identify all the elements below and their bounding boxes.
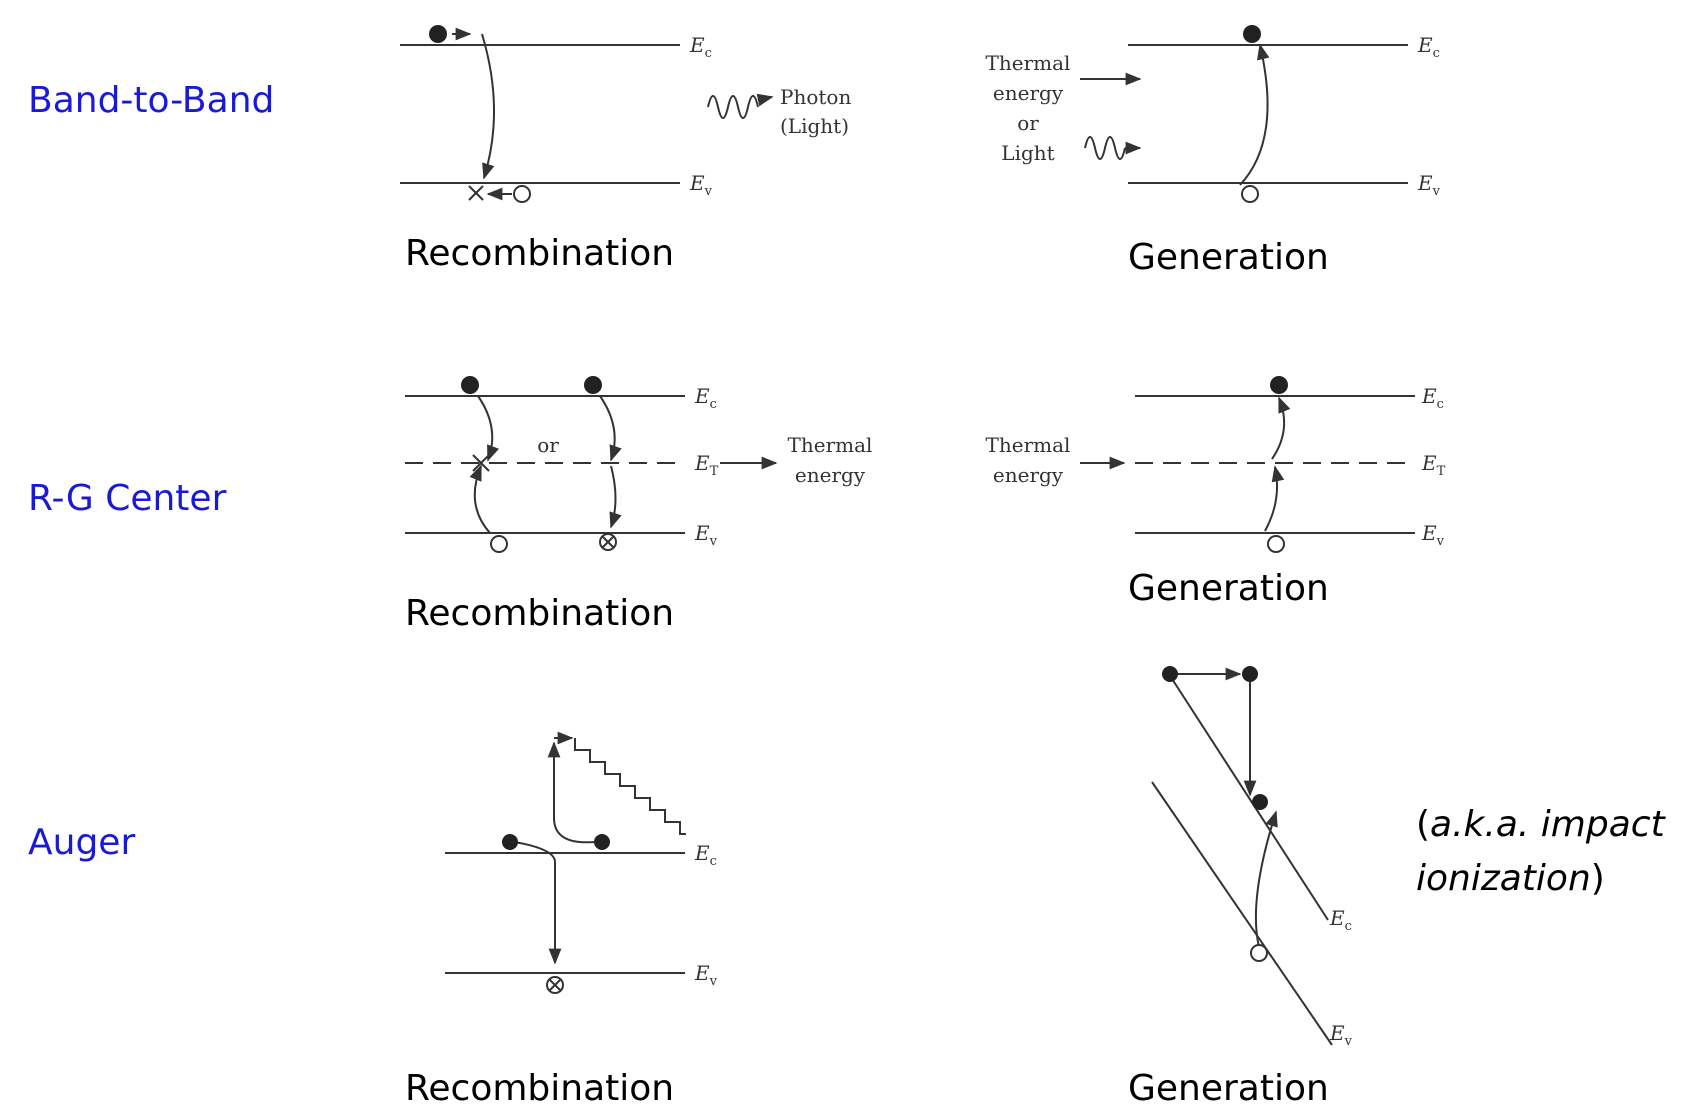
ec-label: Ec bbox=[1417, 33, 1440, 61]
electron-icon bbox=[584, 376, 602, 394]
note-close-paren: ) bbox=[1590, 858, 1605, 899]
ev-label: Ev bbox=[1421, 521, 1445, 549]
light-paren-label: (Light) bbox=[780, 114, 849, 138]
annihilation-mark bbox=[472, 454, 490, 472]
excited-electron-arrow bbox=[547, 741, 595, 844]
electron-icon bbox=[429, 25, 447, 43]
electron-icon bbox=[1242, 666, 1258, 682]
energy-label: energy bbox=[993, 81, 1064, 105]
et-label: ET bbox=[694, 451, 719, 479]
et-label: ET bbox=[1421, 451, 1446, 479]
ec-label: Ec bbox=[1329, 906, 1352, 934]
thermal-label: Thermal bbox=[788, 433, 873, 457]
or-label: or bbox=[1017, 111, 1039, 135]
row-label-band-to-band: Band-to-Band bbox=[28, 80, 275, 121]
or-label: or bbox=[537, 433, 559, 457]
caption-auger-generation: Generation bbox=[1128, 1068, 1329, 1109]
ec-label: Ec bbox=[694, 384, 717, 412]
hole-emission-arrow bbox=[1264, 465, 1285, 532]
electron-emission-arrow bbox=[1271, 396, 1291, 460]
rg-recombination-diagram bbox=[405, 395, 778, 553]
thermalization-staircase bbox=[574, 738, 686, 835]
impact-ionization-note: (a.k.a. impact ionization) bbox=[1416, 798, 1665, 906]
light-label: Light bbox=[1001, 141, 1054, 165]
band-recombination-diagram bbox=[400, 27, 774, 203]
band-generation-diagram bbox=[1080, 43, 1408, 203]
hole-icon bbox=[513, 185, 531, 203]
electron-icon bbox=[1243, 25, 1261, 43]
annotations: Photon (Light) Thermal energy or Light o… bbox=[537, 51, 1070, 487]
thermal-label: Thermal bbox=[986, 51, 1071, 75]
electron-icon bbox=[461, 376, 479, 394]
hole-icon bbox=[1250, 944, 1268, 962]
note-open-paren: ( bbox=[1416, 804, 1431, 845]
electron-icon bbox=[1162, 666, 1178, 682]
electron-icon bbox=[1270, 376, 1288, 394]
ev-line bbox=[1151, 781, 1333, 1046]
photon-arrow bbox=[756, 93, 774, 107]
transition-arrow bbox=[481, 33, 496, 180]
energy-label: energy bbox=[795, 463, 866, 487]
electrons bbox=[429, 25, 1288, 850]
ec-label: Ec bbox=[689, 33, 712, 61]
ev-label: Ev bbox=[1329, 1021, 1353, 1049]
recombining-electron-arrow bbox=[507, 840, 562, 965]
auger-recombination-diagram bbox=[445, 731, 686, 994]
row-label-auger: Auger bbox=[28, 822, 136, 863]
row-label-rg-center: R-G Center bbox=[28, 478, 227, 519]
hole-capture-arrow bbox=[469, 464, 491, 534]
level-labels: Ec Ev Ec Ev Ec ET Ev Ec ET Ev Ec Ev Ec E… bbox=[689, 33, 1446, 1049]
caption-rg-recombination: Recombination bbox=[405, 593, 675, 634]
hole-icon bbox=[490, 535, 508, 553]
ec-label: Ec bbox=[694, 841, 717, 869]
photon-wave-icon bbox=[707, 95, 759, 119]
emission-arrow bbox=[609, 465, 622, 529]
photon-label: Photon bbox=[780, 85, 851, 109]
energy-label: energy bbox=[993, 463, 1064, 487]
neutralized-mark bbox=[548, 978, 562, 992]
caption-band-generation: Generation bbox=[1128, 237, 1329, 278]
electron-capture-arrow bbox=[477, 395, 500, 462]
ev-label: Ev bbox=[694, 961, 718, 989]
electron-icon bbox=[594, 834, 610, 850]
ec-label: Ec bbox=[1421, 384, 1444, 412]
caption-rg-generation: Generation bbox=[1128, 568, 1329, 609]
generated-electron-arrow bbox=[1254, 810, 1278, 948]
caption-band-recombination: Recombination bbox=[405, 233, 675, 274]
rg-generation-diagram bbox=[1080, 395, 1415, 553]
transition-arrow bbox=[1239, 43, 1270, 186]
ec-line bbox=[1164, 667, 1329, 921]
light-wave-icon bbox=[1084, 136, 1126, 160]
ev-label: Ev bbox=[689, 171, 713, 199]
annihilation-mark bbox=[468, 185, 484, 201]
ev-label: Ev bbox=[694, 521, 718, 549]
caption-auger-recombination: Recombination bbox=[405, 1068, 675, 1109]
neutralized-mark bbox=[601, 535, 615, 549]
thermal-label: Thermal bbox=[986, 433, 1071, 457]
electron-icon bbox=[502, 834, 518, 850]
note-line-1: a.k.a. impact bbox=[1430, 804, 1665, 845]
auger-generation-diagram bbox=[1151, 667, 1333, 1046]
electron-capture-arrow bbox=[599, 395, 622, 462]
ev-label: Ev bbox=[1417, 171, 1441, 199]
hole-icon bbox=[1241, 185, 1259, 203]
electron-icon bbox=[1252, 794, 1268, 810]
note-line-2: ionization bbox=[1416, 858, 1591, 899]
hole-icon bbox=[1267, 535, 1285, 553]
